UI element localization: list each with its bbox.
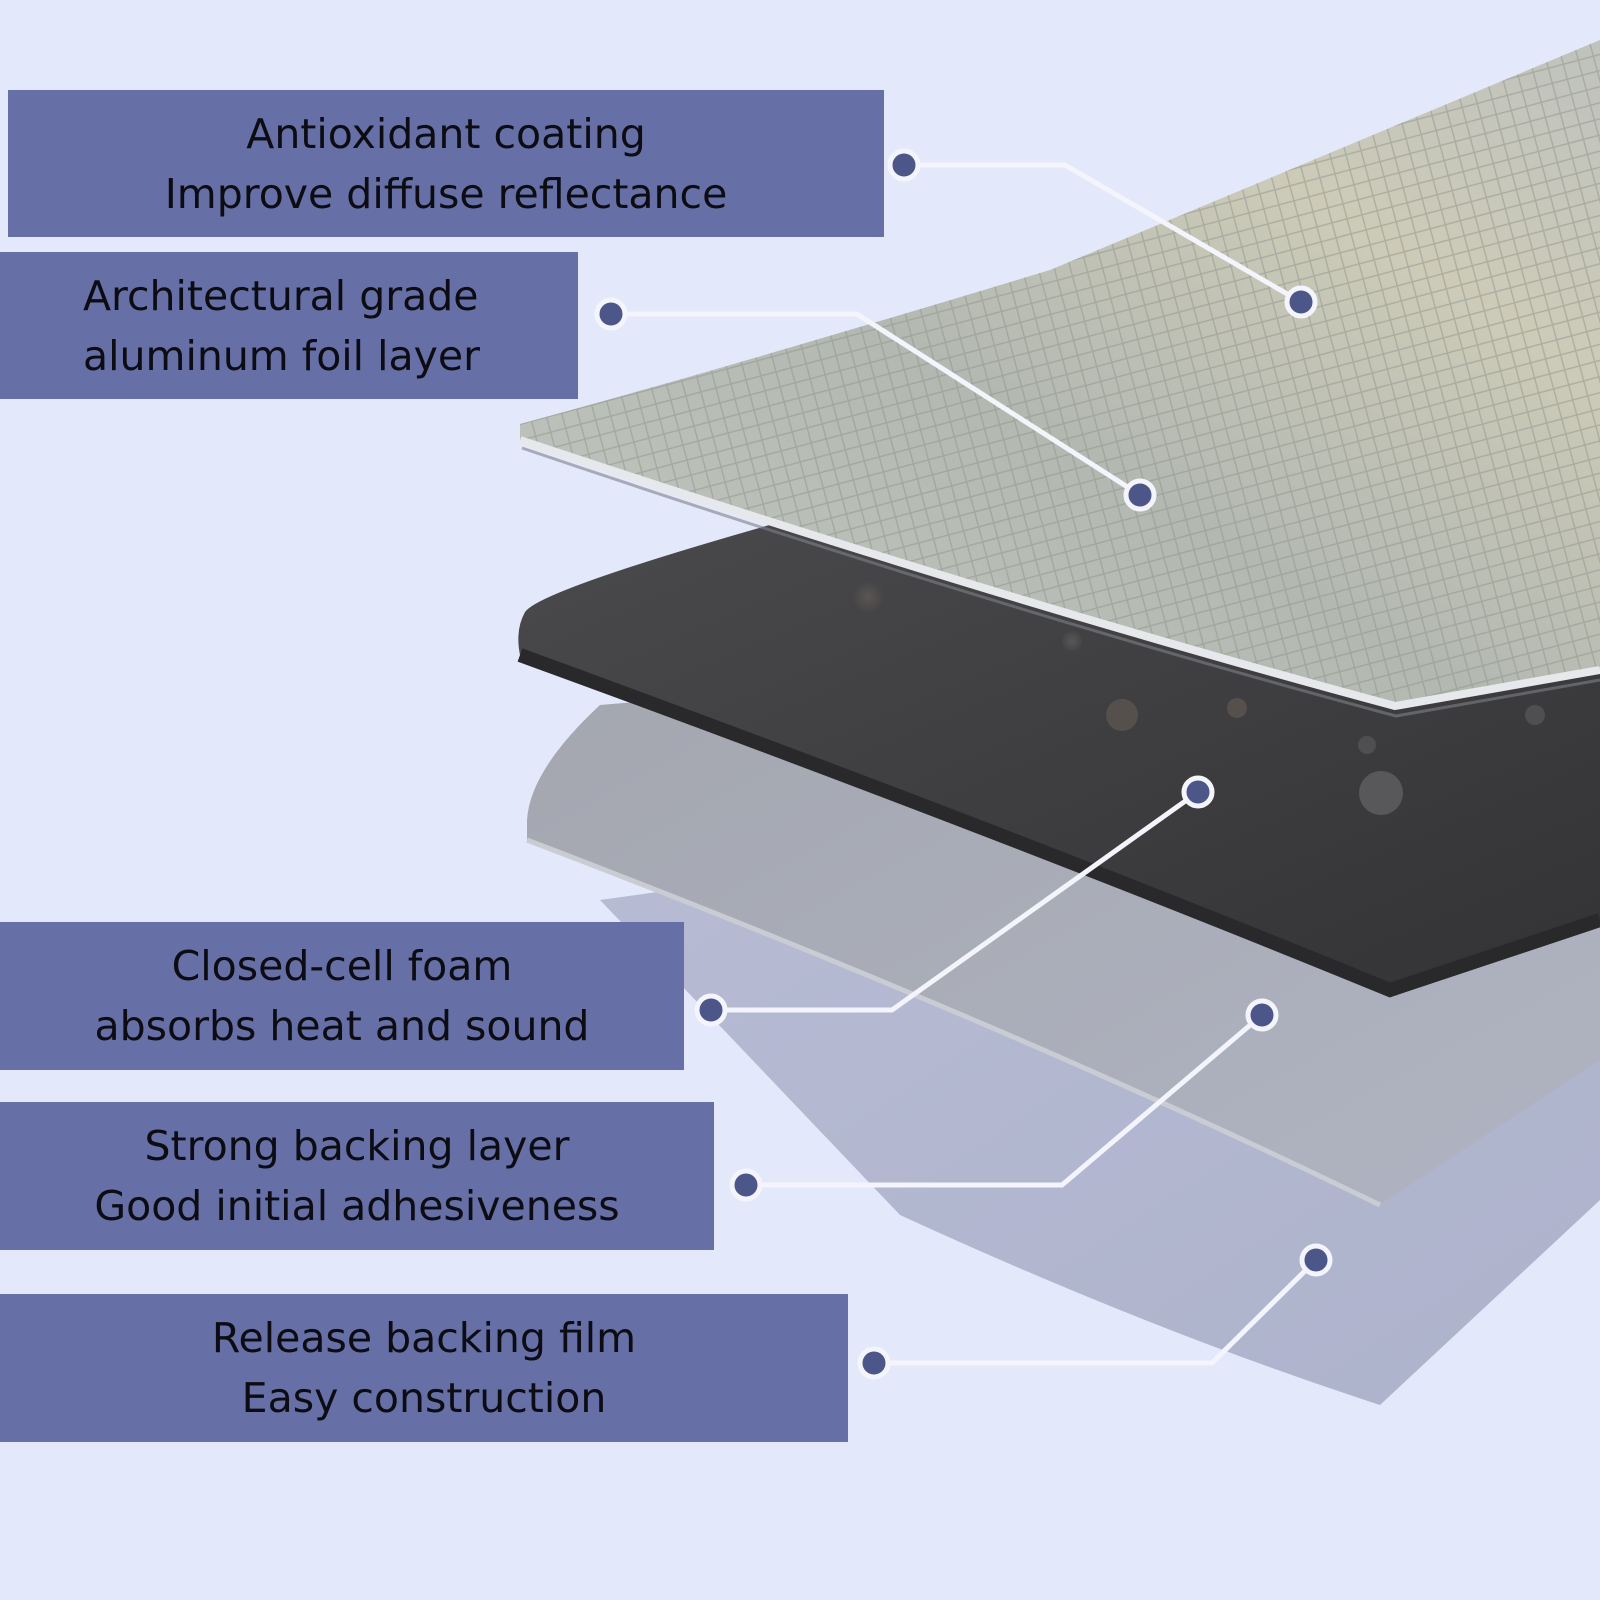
foil-layer-shadow-edge	[521, 446, 1600, 718]
antioxidant-coating-texture	[520, 40, 1600, 706]
label-antioxidant-line-1: Antioxidant coating	[246, 109, 646, 158]
dot-marker-icon	[1299, 1243, 1333, 1277]
label-release-film: Release backing film Easy construction	[0, 1294, 848, 1442]
dot-marker-icon	[594, 297, 628, 331]
foam-cells	[852, 581, 1545, 815]
dot-marker-icon	[1284, 285, 1318, 319]
label-closed-cell-foam: Closed-cell foam absorbs heat and sound	[0, 922, 684, 1070]
label-antioxidant-coating: Antioxidant coating Improve diffuse refl…	[8, 90, 884, 237]
label-foil-line-2: aluminum foil layer	[83, 331, 480, 380]
callout-dots	[594, 148, 1333, 1380]
label-strong-backing: Strong backing layer Good initial adhesi…	[0, 1102, 714, 1250]
label-foam-line-2: absorbs heat and sound	[94, 1002, 590, 1050]
foil-layer-edge	[518, 436, 1600, 711]
dot-marker-icon	[729, 1168, 763, 1202]
dot-marker-icon	[694, 993, 728, 1027]
callout-line-foam	[711, 789, 1200, 1013]
label-foil-line-1: Architectural grade	[83, 271, 479, 320]
callout-lines	[611, 162, 1318, 1366]
label-release-line-2: Easy construction	[241, 1374, 607, 1422]
dot-marker-icon	[1123, 478, 1157, 512]
label-aluminum-foil: Architectural grade aluminum foil layer	[0, 252, 578, 399]
callout-line-release	[874, 1258, 1318, 1366]
label-backing-line-2: Good initial adhesiveness	[94, 1182, 620, 1230]
label-antioxidant-line-2: Improve diffuse reflectance	[164, 169, 728, 218]
callout-line-antioxidant	[904, 162, 1303, 305]
callout-line-foil	[611, 311, 1142, 498]
label-backing-line-1: Strong backing layer	[144, 1122, 570, 1170]
dot-marker-icon	[1181, 775, 1215, 809]
callout-line-backing	[746, 1013, 1264, 1188]
dot-marker-icon	[887, 148, 921, 182]
label-release-line-1: Release backing film	[211, 1314, 637, 1362]
label-foam-line-1: Closed-cell foam	[171, 942, 513, 990]
dot-marker-icon	[1245, 998, 1279, 1032]
dot-marker-icon	[857, 1346, 891, 1380]
foam-layer-edge	[517, 648, 1600, 998]
backing-layer-edge	[526, 837, 1382, 1208]
